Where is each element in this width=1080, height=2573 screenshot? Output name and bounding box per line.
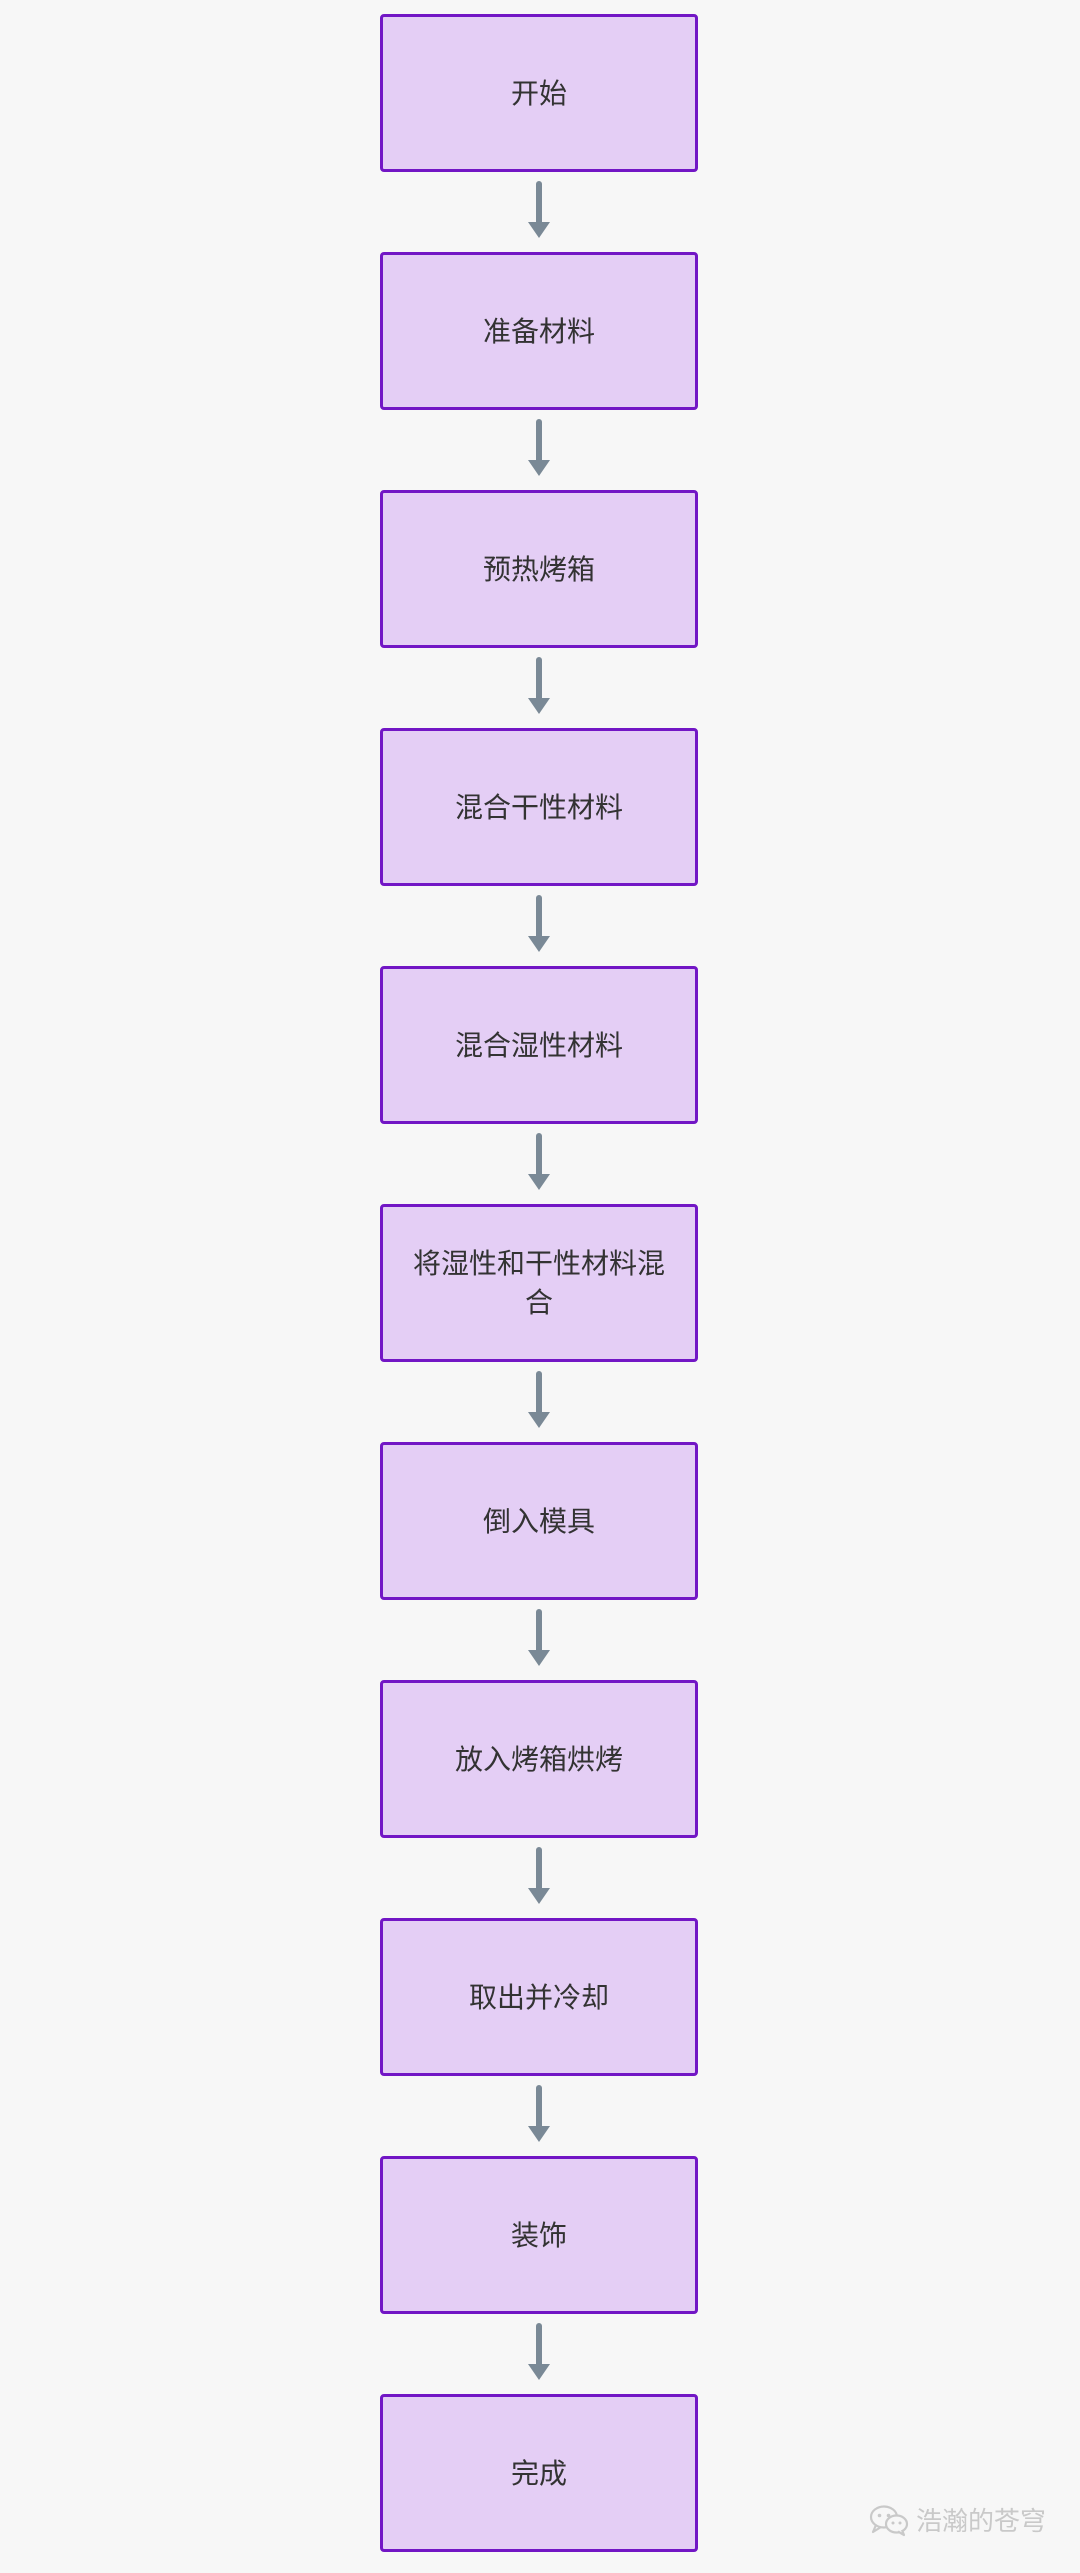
arrow-down-icon bbox=[528, 895, 550, 952]
node-bake-in-oven: 放入烤箱烘烤 bbox=[380, 1680, 698, 1838]
node-mix-wet: 混合湿性材料 bbox=[380, 966, 698, 1124]
node-preheat-oven: 预热烤箱 bbox=[380, 490, 698, 648]
arrow-down-icon bbox=[528, 2085, 550, 2142]
node-label: 开始 bbox=[510, 76, 567, 110]
node-label: 取出并冷却 bbox=[468, 1980, 609, 2014]
node-combine-wet-dry: 将湿性和干性材料混合 bbox=[380, 1204, 698, 1362]
node-label: 装饰 bbox=[510, 2218, 567, 2252]
arrow-down-icon bbox=[528, 1133, 550, 1190]
watermark: 浩瀚的苍穹 bbox=[868, 2501, 1046, 2538]
arrow-down-icon bbox=[528, 419, 550, 476]
node-label: 准备材料 bbox=[482, 314, 595, 348]
arrow-down-icon bbox=[528, 657, 550, 714]
node-label: 放入烤箱烘烤 bbox=[454, 1742, 623, 1776]
arrow-down-icon bbox=[528, 1609, 550, 1666]
watermark-text: 浩瀚的苍穹 bbox=[915, 2507, 1046, 2537]
node-start: 开始 bbox=[380, 14, 698, 172]
node-prepare-ingredients: 准备材料 bbox=[380, 252, 698, 410]
node-mix-dry: 混合干性材料 bbox=[380, 728, 698, 886]
node-pour-into-mold: 倒入模具 bbox=[380, 1442, 698, 1600]
node-label: 预热烤箱 bbox=[482, 552, 595, 586]
node-remove-and-cool: 取出并冷却 bbox=[380, 1918, 698, 2076]
node-label: 混合湿性材料 bbox=[454, 1028, 623, 1062]
node-finish: 完成 bbox=[380, 2394, 698, 2552]
node-label: 倒入模具 bbox=[482, 1504, 595, 1538]
arrow-down-icon bbox=[528, 181, 550, 238]
node-label: 混合干性材料 bbox=[454, 790, 623, 824]
wechat-icon bbox=[869, 2504, 909, 2536]
arrow-down-icon bbox=[528, 1371, 550, 1428]
node-label: 完成 bbox=[510, 2456, 567, 2490]
node-decorate: 装饰 bbox=[380, 2156, 698, 2314]
node-label: 将湿性和干性材料混合 bbox=[412, 1247, 665, 1319]
arrow-down-icon bbox=[528, 2323, 550, 2380]
arrow-down-icon bbox=[528, 1847, 550, 1904]
